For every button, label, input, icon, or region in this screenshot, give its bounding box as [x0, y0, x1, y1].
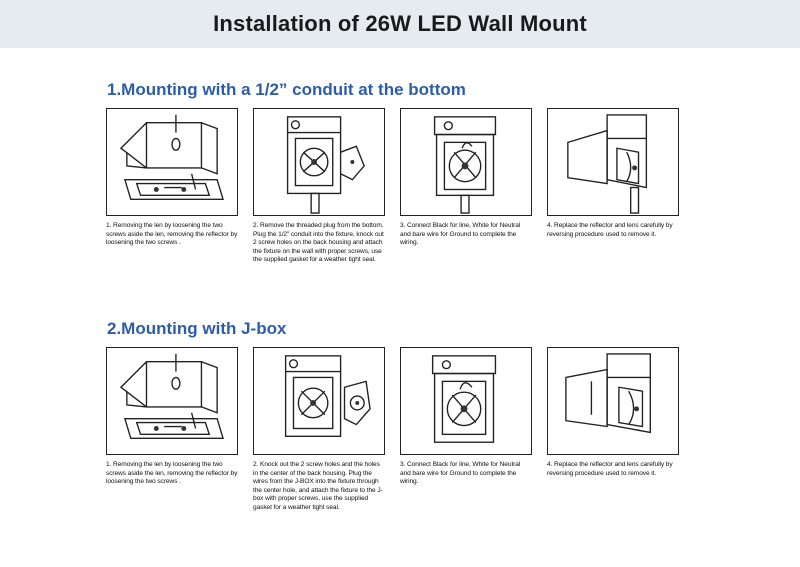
step-illustration [547, 347, 679, 455]
step-caption: 1. Removing the len by loosening the two… [106, 461, 238, 486]
step-illustration [106, 347, 238, 455]
remove-lens-illustration [119, 353, 224, 439]
step-1: 1. Removing the len by loosening the two… [106, 108, 238, 248]
step-2: 2. Knock out the 2 screw holes and the h… [253, 347, 385, 513]
page-title: Installation of 26W LED Wall Mount [213, 11, 587, 36]
step-illustration [253, 347, 385, 455]
jbox-mount-illustration [284, 355, 371, 438]
step-4: 4. Replace the reflector and lens carefu… [547, 347, 679, 478]
step-caption: 4. Replace the reflector and lens carefu… [547, 461, 673, 477]
step-caption: 2. Remove the threaded plug from the bot… [253, 222, 384, 264]
wiring-illustration [431, 355, 497, 443]
step-2: 2. Remove the threaded plug from the bot… [253, 108, 385, 265]
step-illustration [253, 108, 385, 216]
step-caption: 2. Knock out the 2 screw holes and the h… [253, 461, 383, 511]
conduit-mount-illustration [286, 116, 365, 214]
step-1: 1. Removing the len by loosening the two… [106, 347, 238, 487]
section-title-jbox: 2.Mounting with J-box [107, 319, 287, 338]
step-4: 4. Replace the reflector and lens carefu… [547, 108, 679, 239]
section-steps-jbox: 1. Removing the len by loosening the two… [106, 347, 700, 567]
wiring-illustration [433, 116, 497, 214]
step-illustration [400, 347, 532, 455]
section-title-conduit: 1.Mounting with a 1/2” conduit at the bo… [107, 80, 466, 99]
step-illustration [106, 108, 238, 216]
step-caption: 4. Replace the reflector and lens carefu… [547, 222, 673, 238]
remove-lens-illustration [119, 114, 224, 200]
step-caption: 1. Removing the len by loosening the two… [106, 222, 238, 247]
replace-lens-illustration [565, 353, 651, 434]
step-3: 3. Connect Black for line, White for Neu… [400, 108, 532, 248]
step-3: 3. Connect Black for line, White for Neu… [400, 347, 532, 487]
step-caption: 3. Connect Black for line, White for Neu… [400, 222, 521, 247]
replace-lens-illustration [567, 114, 648, 214]
step-illustration [400, 108, 532, 216]
step-caption: 3. Connect Black for line, White for Neu… [400, 461, 521, 486]
step-illustration [547, 108, 679, 216]
section-steps-conduit: 1. Removing the len by loosening the two… [106, 108, 700, 328]
header-banner: Installation of 26W LED Wall Mount [0, 0, 800, 48]
